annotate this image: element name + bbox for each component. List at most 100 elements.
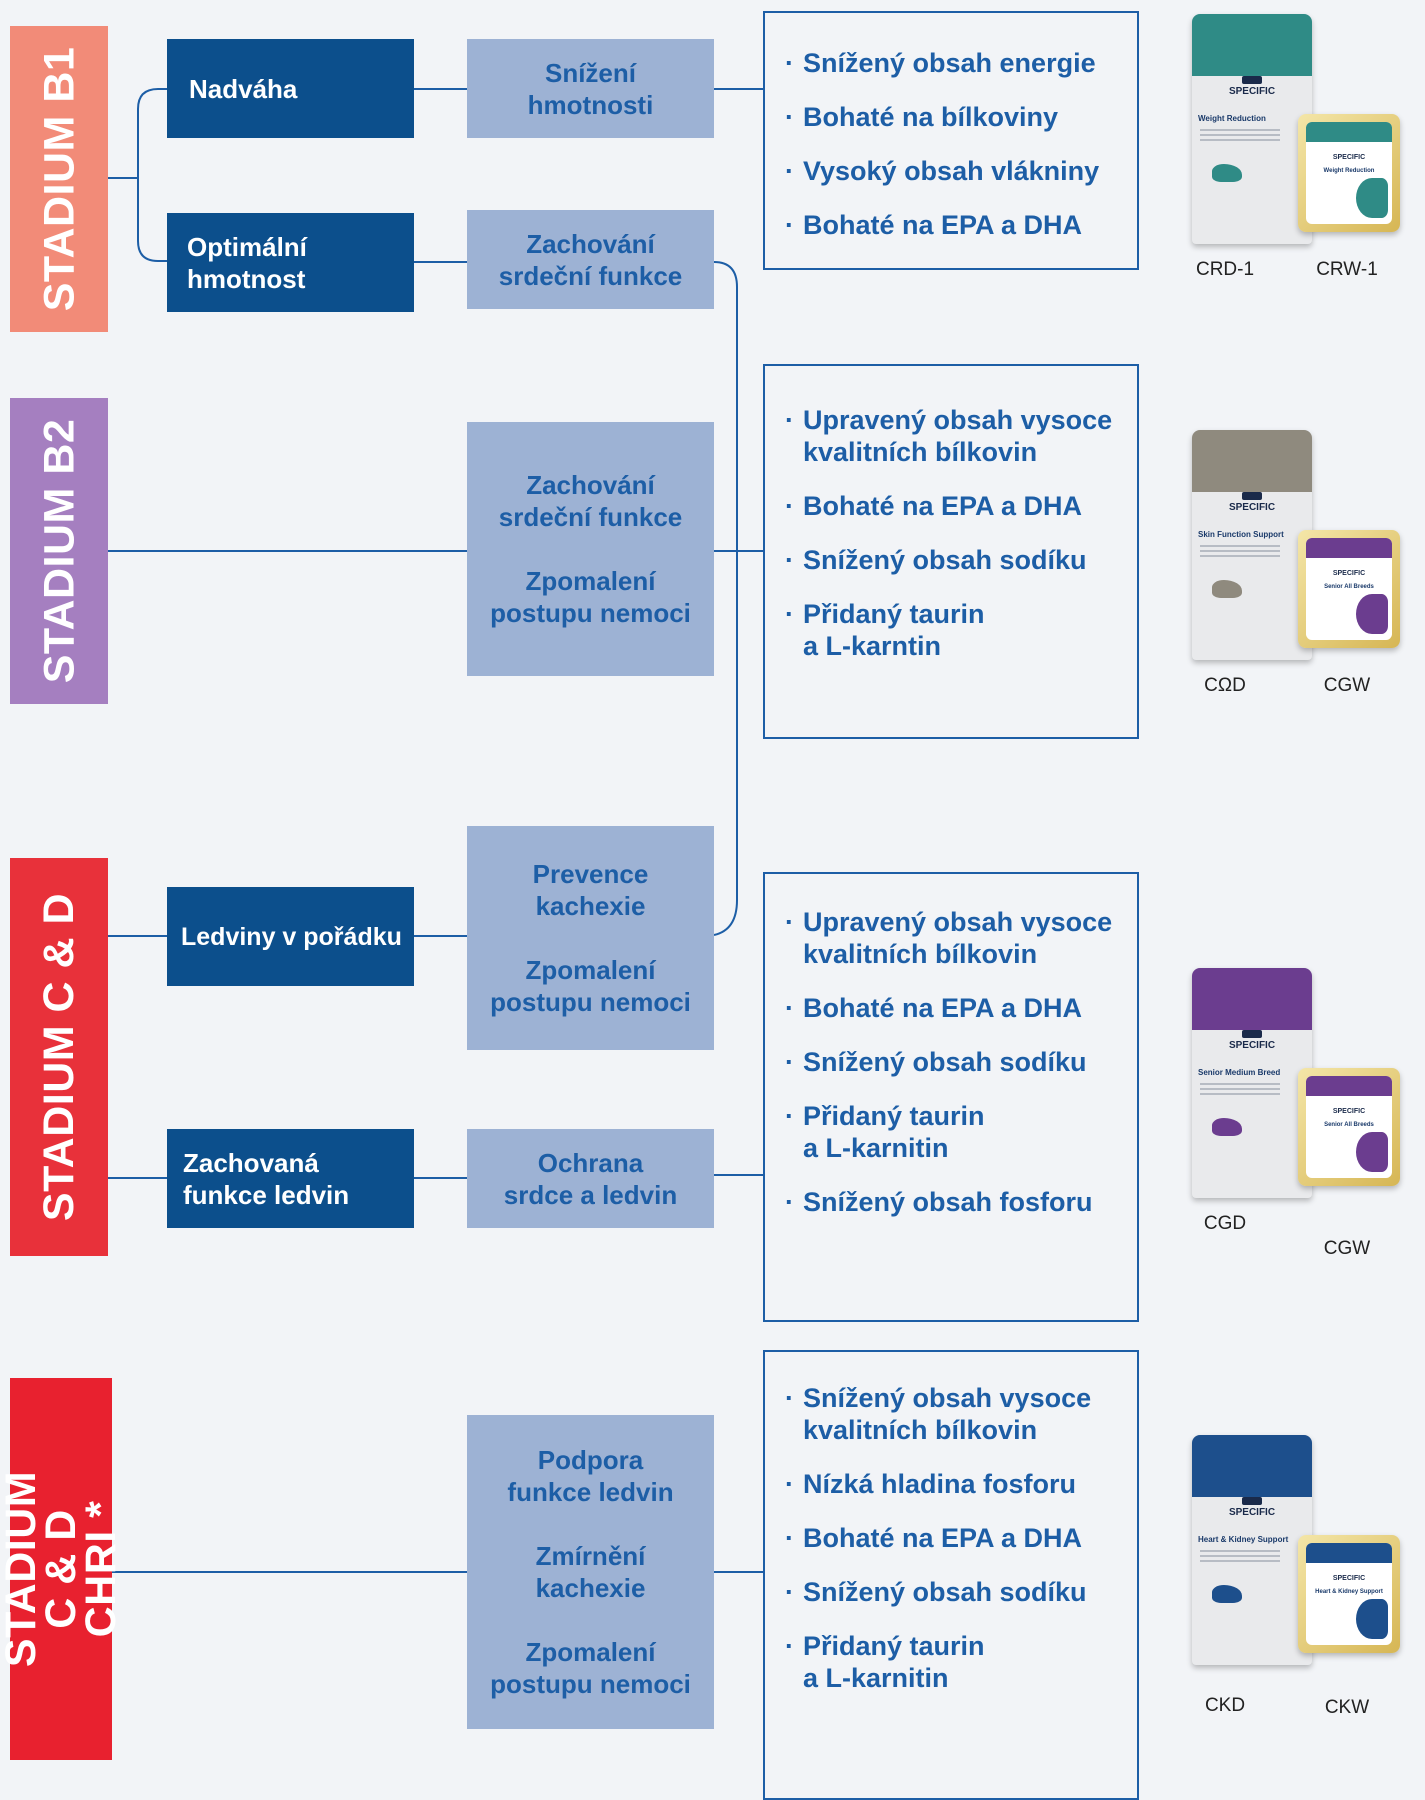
goal-text: Zachování srdeční funkce: [498, 470, 683, 532]
condition-box-overweight: Nadváha: [167, 39, 414, 138]
product-group-cd: SPECIFIC Senior Medium Breed SPECIFIC Se…: [1180, 968, 1420, 1259]
stage-cd-chri-label: STADIUM C & D CHRI *: [0, 1470, 125, 1668]
feature-item: Upravený obsah vysoce kvalitních bílkovi…: [785, 906, 1137, 970]
lid-brand: SPECIFIC: [1332, 154, 1366, 161]
stage-b1-banner: STADIUM B1: [10, 26, 108, 332]
dog-silhouette-icon: [1212, 1118, 1242, 1136]
lid-brand: SPECIFIC: [1332, 1575, 1366, 1582]
brand-logo-icon: [1242, 492, 1262, 500]
goal-box-weight-loss: Snížení hmotnosti: [467, 39, 714, 138]
bag-brand: SPECIFIC: [1228, 86, 1276, 97]
feature-item: Bohaté na EPA a DHA: [785, 209, 1137, 241]
lid-product-name: Senior All Breeds: [1324, 1122, 1374, 1128]
dry-food-bag: SPECIFIC Skin Function Support: [1192, 430, 1312, 660]
can-product-code: CGW: [1323, 1238, 1371, 1259]
condition-box-optimal-weight: Optimální hmotnost: [167, 213, 414, 312]
feature-list: Upravený obsah vysoce kvalitních bílkovi…: [785, 404, 1137, 662]
tray-lid: SPECIFIC Heart & Kidney Support: [1306, 1543, 1392, 1645]
tray-lid: SPECIFIC Senior All Breeds: [1306, 1076, 1392, 1178]
lid-color-band: [1306, 538, 1392, 558]
wet-food-tray: SPECIFIC Heart & Kidney Support: [1298, 1535, 1400, 1653]
goal-box-cd-kidneys-ok: Prevence kachexie Zpomalení postupu nemo…: [467, 826, 714, 1050]
dry-food-bag: SPECIFIC Heart & Kidney Support: [1192, 1435, 1312, 1665]
feature-box-cd: Upravený obsah vysoce kvalitních bílkovi…: [763, 872, 1139, 1322]
connector-line: [713, 261, 738, 936]
bag-product-name: Weight Reduction: [1198, 114, 1266, 123]
stage-cd-label: STADIUM C & D: [35, 892, 83, 1222]
feature-item: Bohaté na bílkoviny: [785, 101, 1137, 133]
lid-color-band: [1306, 122, 1392, 142]
goal-text: Zmírnění kachexie: [535, 1541, 646, 1603]
can-product-code: CGW: [1323, 675, 1371, 696]
stage-cd-chri-banner: STADIUM C & D CHRI *: [0, 1378, 125, 1760]
feature-item: Bohaté na EPA a DHA: [785, 1522, 1137, 1554]
bag-product-code: CGD: [1203, 1213, 1247, 1234]
feature-list: Snížený obsah vysoce kvalitních bílkovin…: [785, 1382, 1137, 1694]
feature-item: Snížený obsah vysoce kvalitních bílkovin: [785, 1382, 1137, 1446]
bag-text-lines: [1200, 1083, 1280, 1085]
dog-silhouette-icon: [1212, 580, 1242, 598]
feature-item: Vysoký obsah vlákniny: [785, 155, 1137, 187]
condition-box-kidneys-ok: Ledviny v pořádku: [167, 887, 414, 986]
tray-lid: SPECIFIC Weight Reduction: [1306, 122, 1392, 224]
feature-item: Bohaté na EPA a DHA: [785, 992, 1137, 1024]
dry-food-bag: SPECIFIC Senior Medium Breed: [1192, 968, 1312, 1198]
dry-food-bag: SPECIFIC Weight Reduction: [1192, 14, 1312, 244]
goal-text: Zpomalení postupu nemoci: [490, 1637, 691, 1699]
bag-product-name: Heart & Kidney Support: [1198, 1535, 1289, 1544]
dog-silhouette-icon: [1356, 1132, 1388, 1172]
feature-box-cd-chri: Snížený obsah vysoce kvalitních bílkovin…: [763, 1350, 1139, 1800]
lid-brand: SPECIFIC: [1332, 1108, 1366, 1115]
bag-product-name: Skin Function Support: [1198, 530, 1284, 539]
can-product-code: CKW: [1324, 1697, 1370, 1718]
bag-color-band: [1192, 430, 1312, 492]
wet-food-tray: SPECIFIC Senior All Breeds: [1298, 1068, 1400, 1186]
bag-brand: SPECIFIC: [1228, 1507, 1276, 1518]
condition-box-kidney-function-preserved: Zachovaná funkce ledvin: [167, 1129, 414, 1228]
goal-box-chri: Podpora funkce ledvin Zmírnění kachexie …: [467, 1415, 714, 1729]
goal-text: Zpomalení postupu nemoci: [490, 955, 691, 1017]
feature-item: Upravený obsah vysoce kvalitních bílkovi…: [785, 404, 1137, 468]
stage-b2-banner: STADIUM B2: [10, 398, 108, 704]
bag-color-band: [1192, 14, 1312, 76]
stage-b2-label: STADIUM B2: [35, 418, 84, 684]
bag-product-code: CRD-1: [1195, 259, 1255, 280]
bag-text-lines: [1200, 1550, 1280, 1552]
lid-product-name: Weight Reduction: [1323, 168, 1375, 174]
connector-line: [137, 88, 167, 262]
bag-text-lines: [1200, 545, 1280, 547]
bag-text-lines: [1200, 129, 1280, 131]
product-group-b1: SPECIFIC Weight Reduction SPECIFIC Weigh…: [1180, 14, 1420, 284]
lid-product-name: Heart & Kidney Support: [1315, 1589, 1383, 1595]
product-group-b2: SPECIFIC Skin Function Support SPECIFIC …: [1180, 430, 1420, 700]
bag-product-code: CKD: [1204, 1695, 1246, 1716]
goal-text: Ochrana srdce a ledvin: [503, 1147, 678, 1210]
feature-item: Snížený obsah sodíku: [785, 1046, 1137, 1078]
feature-item: Přidaný taurin a L-karnitin: [785, 1100, 1137, 1164]
goal-text: Zachování srdeční funkce: [498, 228, 683, 291]
product-group-cd-chri: SPECIFIC Heart & Kidney Support SPECIFIC…: [1180, 1435, 1420, 1718]
feature-list: Snížený obsah energie Bohaté na bílkovin…: [785, 47, 1137, 241]
bag-brand: SPECIFIC: [1228, 1040, 1276, 1051]
feature-item: Snížený obsah energie: [785, 47, 1137, 79]
brand-logo-icon: [1242, 76, 1262, 84]
lid-color-band: [1306, 1543, 1392, 1563]
goal-box-b2: Zachování srdeční funkce Zpomalení postu…: [467, 422, 714, 676]
feature-item: Snížený obsah sodíku: [785, 544, 1137, 576]
stage-b1-label: STADIUM B1: [35, 46, 84, 312]
feature-item: Snížený obsah sodíku: [785, 1576, 1137, 1608]
dog-silhouette-icon: [1212, 164, 1242, 182]
dog-silhouette-icon: [1356, 594, 1388, 634]
goal-text: Zpomalení postupu nemoci: [490, 566, 691, 628]
goal-box-heart-kidney-protection: Ochrana srdce a ledvin: [467, 1129, 714, 1228]
goal-box-heart-function-b1: Zachování srdeční funkce: [467, 210, 714, 309]
bag-color-band: [1192, 968, 1312, 1030]
wet-food-tray: SPECIFIC Weight Reduction: [1298, 114, 1400, 232]
goal-text: Prevence kachexie: [532, 859, 649, 921]
brand-logo-icon: [1242, 1497, 1262, 1505]
can-product-code: CRW-1: [1316, 259, 1378, 280]
goal-text: Podpora funkce ledvin: [507, 1445, 674, 1507]
feature-item: Bohaté na EPA a DHA: [785, 490, 1137, 522]
feature-item: Přidaný taurin a L-karnitin: [785, 1630, 1137, 1694]
